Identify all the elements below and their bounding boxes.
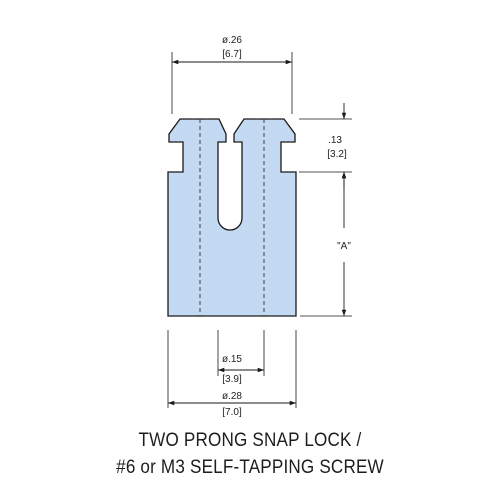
top-width-metric: [6.7] bbox=[222, 49, 242, 60]
part-body bbox=[167, 118, 297, 317]
base-width-imperial: ø.28 bbox=[222, 391, 242, 402]
caption-line-1: TWO PRONG SNAP LOCK / bbox=[138, 430, 362, 451]
head-height-imperial: .13 bbox=[328, 135, 342, 146]
slot-width-imperial: ø.15 bbox=[222, 354, 242, 365]
slot-width-metric: [3.9] bbox=[222, 374, 242, 385]
body-height-label: "A" bbox=[337, 241, 351, 252]
head-height-metric: [3.2] bbox=[327, 149, 347, 160]
top-width-imperial: ø.26 bbox=[222, 35, 242, 46]
caption-line-2: #6 or M3 SELF-TAPPING SCREW bbox=[116, 457, 384, 478]
dimension-lines bbox=[168, 59, 347, 406]
base-width-metric: [7.0] bbox=[222, 407, 242, 418]
